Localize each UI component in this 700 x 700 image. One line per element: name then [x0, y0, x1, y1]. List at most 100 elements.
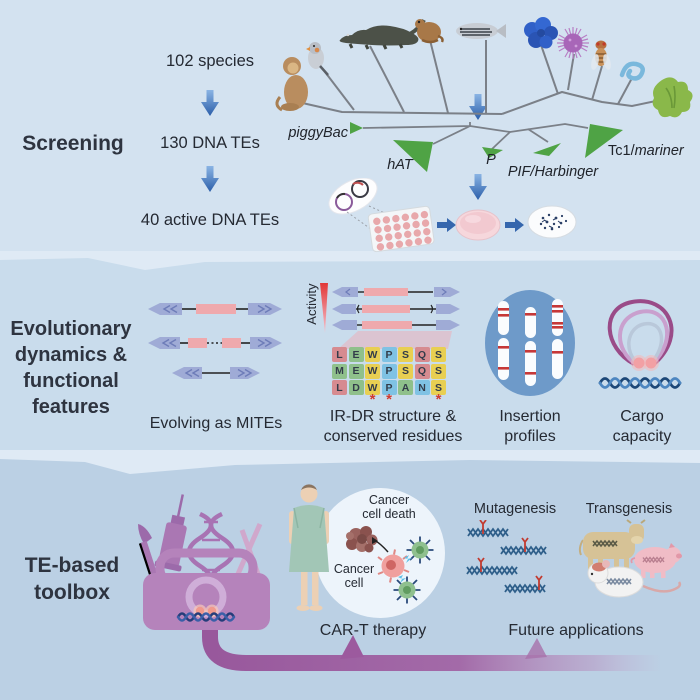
plant-icon [652, 77, 693, 118]
aa-cell: S [431, 380, 446, 395]
aa-cell: E [348, 347, 364, 362]
insertion-marks [477, 520, 543, 590]
down-arrow-icon [201, 166, 219, 192]
nematode-icon [619, 61, 645, 81]
finch-icon [306, 42, 329, 76]
pig-icon [630, 543, 682, 578]
family-label-p: P [486, 152, 496, 168]
aa-cell: P [381, 347, 397, 362]
mite-evolution-diagram [148, 303, 282, 379]
aa-cell: L [332, 380, 347, 395]
transgenesis-graphic [578, 519, 682, 598]
cargo-loop-middle [618, 309, 670, 366]
cart-therapy-graphic [289, 484, 445, 618]
cargo-loop-inner [627, 321, 664, 366]
label-cancer-cell-death: Cancer cell death [362, 493, 416, 522]
conserved-asterisk: * [369, 391, 376, 408]
step-40-active: 40 active DNA TEs [140, 211, 280, 229]
family-label-tc1-mariner: Tc1/mariner [608, 143, 684, 159]
monkey-icon [275, 57, 308, 112]
cart-cell-icon [406, 536, 434, 564]
aa-cell: S [431, 347, 446, 362]
pipe-arrow-future [525, 638, 547, 659]
conserved-asterisk: * [386, 391, 392, 408]
irdr-row-low [332, 320, 460, 330]
crocodile-icon [339, 19, 426, 50]
species-tree [275, 17, 693, 118]
mite-element [172, 367, 260, 379]
mutagenesis-graphic [466, 520, 547, 594]
down-arrow-icon [469, 174, 487, 200]
tree-branches [297, 39, 671, 115]
insertion-profiles-graphic [485, 290, 575, 396]
step-102-species: 102 species [165, 52, 255, 70]
te-tree-branches [362, 122, 589, 150]
screening-workflow [328, 178, 577, 253]
section-title-toolbox: TE-based toolbox [24, 554, 120, 605]
frog-icon [415, 19, 444, 44]
te-family-tree [350, 122, 623, 172]
family-label-piggybac: piggyBac [288, 125, 348, 141]
label-transgenesis: Transgenesis [585, 501, 673, 517]
cargo-capacity-graphic [598, 299, 682, 389]
caption-evolving-as-mites: Evolving as MITEs [149, 415, 283, 432]
scalpel-icon [138, 524, 158, 577]
aa-cell: S [398, 347, 413, 362]
aa-cell: Q [414, 363, 430, 379]
aa-cell: M [332, 363, 347, 379]
te-toolbox-graphic [138, 494, 270, 630]
right-arrow-icon [437, 218, 456, 232]
cargo-loop-outer [607, 299, 674, 366]
aa-cell: W [365, 380, 380, 395]
cow-icon [578, 519, 646, 570]
aa-cell: Q [414, 347, 430, 362]
aa-cell: N [414, 380, 430, 395]
caption-cart-therapy: CAR-T therapy [319, 622, 427, 639]
well-plate-icon [367, 205, 435, 253]
pipe-arrow-cart [340, 635, 364, 659]
irdr-row-mid [332, 304, 460, 314]
aa-cell: P [381, 363, 397, 379]
section-title-evolution: Evolutionary dynamics & functional featu… [10, 318, 132, 418]
zebrafish-icon [456, 23, 506, 39]
te-full-length [148, 303, 282, 315]
caption-insertion-profiles: Insertion profiles [499, 408, 561, 445]
right-arrow-icon [505, 218, 524, 232]
mouse-icon [587, 560, 682, 598]
patient-icon [289, 484, 329, 611]
dna-strand-icon [598, 377, 682, 389]
cart-cell-icon [393, 576, 421, 604]
conserved-asterisk [398, 395, 413, 407]
caption-cargo-capacity: Cargo capacity [612, 408, 672, 445]
aa-cell: E [348, 363, 364, 379]
family-label-hat: hAT [387, 157, 413, 173]
dead-cancer-cell-icon [346, 526, 378, 553]
aa-cell: W [365, 347, 380, 362]
application-pipe [202, 602, 670, 671]
sea-urchin-icon [557, 27, 589, 59]
conserved-asterisk [415, 395, 430, 407]
down-arrow-icon [469, 94, 487, 120]
aa-cell: A [398, 380, 413, 395]
aa-cell: W [365, 363, 380, 379]
section-title-screening: Screening [22, 132, 124, 155]
toolbox-body [143, 573, 270, 630]
conserved-asterisk: * [435, 391, 442, 408]
step-130-dna-tes: 130 DNA TEs [160, 134, 260, 152]
te-clade-triangles [350, 122, 623, 172]
dna-strand-icon [176, 612, 236, 622]
aa-cell: S [431, 363, 446, 379]
zap-icon [398, 575, 406, 583]
caption-future-applications: Future applications [508, 622, 644, 639]
irdr-structure-diagram [320, 283, 460, 349]
aa-cell: P [381, 380, 397, 395]
down-arrow-icon [201, 90, 219, 116]
petri-dish-icon [455, 209, 501, 241]
zap-icon [404, 555, 412, 563]
label-mutagenesis: Mutagenesis [473, 501, 557, 517]
tunicate-icon [524, 17, 558, 49]
family-label-pif-harbinger: PIF/Harbinger [507, 164, 599, 180]
conserved-asterisk [349, 395, 364, 407]
